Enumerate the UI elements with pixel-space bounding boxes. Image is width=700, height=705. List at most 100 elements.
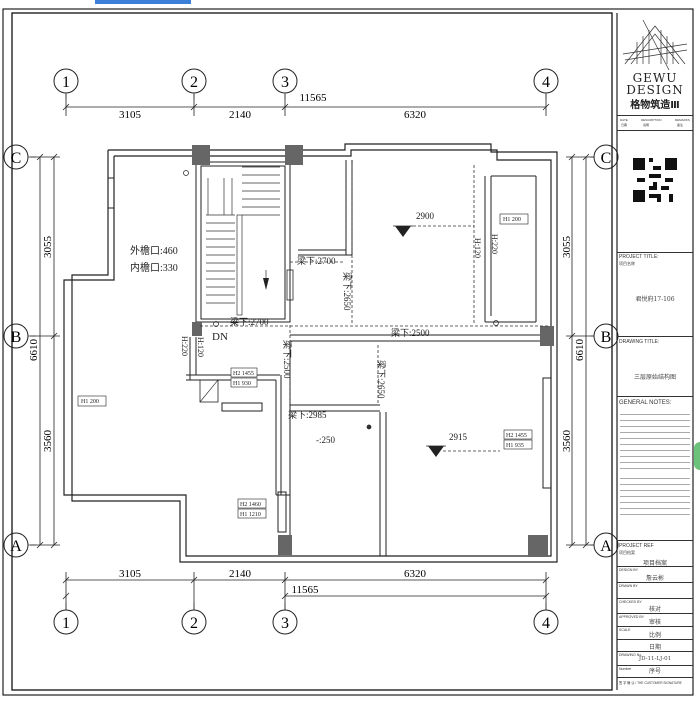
- window-tag-h930: H1 930: [233, 381, 251, 387]
- scale-value: 比例: [648, 632, 661, 639]
- structural-columns: [192, 145, 554, 557]
- title-block: GEWU DESIGN 格物筑造Ⅲ DATE DESCRIPTION REMAR…: [617, 10, 693, 694]
- grid-label-right-B: B: [601, 329, 612, 346]
- side-tab-handle[interactable]: [694, 442, 700, 470]
- rev-col-remarks: REMARKS: [675, 118, 690, 122]
- dim-left-1: 3055: [42, 236, 54, 259]
- scale-label: SCALE: [619, 628, 631, 632]
- grid-label-bottom-3: 3: [281, 615, 289, 632]
- dim-bottom-3: 6320: [404, 568, 427, 580]
- grid-label-right-C: C: [601, 150, 612, 167]
- beam-label-2985: 梁下:2985: [288, 409, 327, 420]
- signature-label: 签 字 确 认 / THE CUSTOMER SIGNATURE: [619, 681, 682, 685]
- outer-frame: [2, 8, 694, 696]
- height-label-h220-left: H:220: [180, 336, 189, 356]
- designer-value: 詹云彬: [645, 575, 664, 582]
- level-label-2915: 2915: [449, 432, 468, 442]
- grid-label-top-3: 3: [281, 74, 289, 91]
- inner-frame: [11, 12, 613, 691]
- drawing-no-value: JD-11-LJ-01: [638, 656, 672, 662]
- level-label-2900: 2900: [416, 211, 435, 221]
- level-marker-icon: [395, 226, 411, 237]
- drain-icon: [493, 320, 499, 326]
- window-tag-h1455b: H2 1455: [506, 433, 527, 439]
- rev-col-remarks-cn: 备注: [677, 123, 684, 127]
- staircase: [206, 166, 280, 316]
- rev-col-date: DATE: [620, 118, 628, 122]
- beam-lines: [200, 165, 548, 452]
- grid-label-top-4: 4: [542, 74, 550, 91]
- window-tag-h200-left: H1 200: [81, 399, 99, 405]
- drain-icon: [183, 170, 189, 176]
- interior-walls: [107, 160, 552, 556]
- grid-label-bottom-4: 4: [542, 615, 550, 632]
- project-title-sub: 项目名称: [619, 261, 635, 266]
- rev-col-date-cn: 日期: [621, 123, 628, 127]
- window-tag-h1455a: H2 1455: [233, 371, 254, 377]
- gewu-logo: [622, 19, 688, 71]
- beam-label-2700a: 梁下:2700: [230, 316, 269, 327]
- stair-down-label: DN: [212, 331, 228, 343]
- stair-arrow-icon: [263, 278, 269, 290]
- grid-label-bottom-2: 2: [190, 615, 198, 632]
- dim-bottom-2: 2140: [229, 568, 252, 580]
- window-tag-h1210: H1 1210: [240, 512, 261, 518]
- brand-design: DESIGN: [626, 83, 684, 97]
- dim-top-2: 2140: [229, 109, 252, 121]
- dim-right-1: 3055: [561, 236, 573, 259]
- dim-right-total: 6610: [574, 339, 586, 362]
- rev-col-desc: DESCRIPTION: [641, 118, 662, 122]
- dim-top-3: 6320: [404, 109, 427, 121]
- beam-label-2700b: 梁下:2700: [297, 255, 336, 266]
- dim-left-2: 3560: [42, 430, 54, 453]
- vent-shaft: [199, 379, 219, 403]
- project-title: 君悦府17-106: [635, 296, 675, 303]
- number-value: 序号: [648, 668, 661, 675]
- date-value: 日期: [648, 644, 661, 651]
- window-tag-h200-right: H1 200: [503, 217, 521, 223]
- drain-icon: [366, 424, 372, 430]
- height-label-h120-right: H:120: [473, 238, 482, 258]
- approved-value: 审核: [648, 619, 661, 626]
- checked-by-label: CHECKED BY: [619, 600, 642, 604]
- drawing-title: 三层原始结构图: [633, 374, 676, 381]
- designer-label: DESIGN BY: [619, 568, 639, 572]
- grid-label-bottom-1: 1: [62, 615, 70, 632]
- window-tag-h1460: H2 1460: [240, 502, 261, 508]
- qr-code[interactable]: [633, 158, 677, 202]
- dim-top-1: 3105: [119, 109, 142, 121]
- stair-door: [286, 269, 294, 301]
- beam-label-2500a: 梁下:2500: [391, 327, 430, 338]
- grid-label-top-2: 2: [190, 74, 198, 91]
- rev-col-desc-cn: 说明: [643, 123, 650, 127]
- eave-inner-label: 内檐口:330: [130, 261, 178, 274]
- general-notes-label: GENERAL NOTES:: [619, 400, 672, 406]
- height-label-h220-right: H:220: [490, 234, 499, 254]
- grid-axis-lines: [28, 93, 594, 610]
- drawn-by-label: DRAWN BY: [619, 584, 638, 588]
- height-label-h120-left: H:120: [196, 337, 205, 357]
- number-label: Number: [619, 667, 632, 671]
- dim-left-total: 6610: [28, 339, 40, 362]
- approved-by-label: APPROVED BY: [619, 615, 645, 619]
- dim-top-total: 11565: [299, 92, 327, 104]
- selection-bar: [95, 0, 191, 4]
- beam-label-2650b: 梁下:2650: [376, 360, 387, 399]
- dim-right-2: 3560: [561, 430, 573, 453]
- building-walls: [63, 143, 558, 563]
- beam-label-2650a: 梁下:2650: [342, 272, 353, 311]
- eave-outer-label: 外檐口:460: [130, 244, 178, 257]
- grid-label-right-A: A: [600, 538, 612, 555]
- checked-value: 核对: [648, 606, 661, 613]
- window-tag-h935: H1 935: [506, 443, 524, 449]
- project-ref-label: PROJECT REF: [619, 543, 654, 549]
- project-title-label: PROJECT TITLE:: [619, 254, 659, 260]
- right-dimensions: [566, 153, 594, 549]
- drawing-no-label: DRAWING No.: [619, 653, 643, 657]
- project-ref-value: 项目档案: [642, 560, 667, 567]
- dim-bottom-1: 3105: [119, 568, 142, 580]
- project-ref-sub: 项目档案: [619, 550, 635, 555]
- grid-label-left-B: B: [11, 329, 22, 346]
- dim-bottom-total: 11565: [291, 584, 319, 596]
